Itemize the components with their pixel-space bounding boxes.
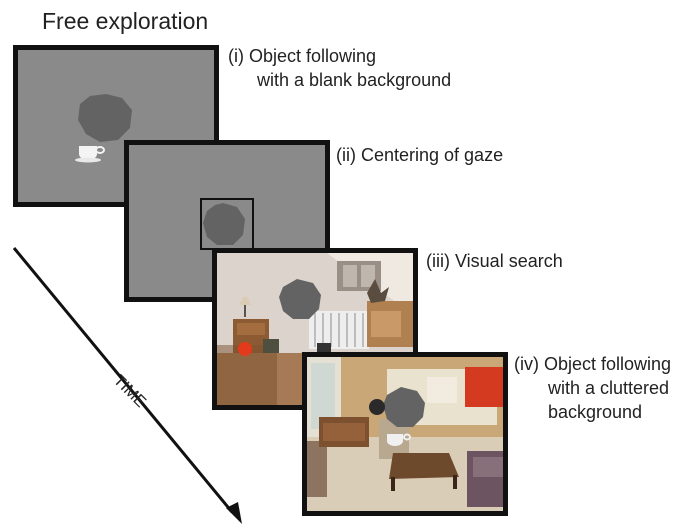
teacup-icon: [75, 146, 105, 163]
target-blob: [279, 279, 321, 319]
panel-i-label-line1: (i) Object following: [228, 46, 377, 66]
panel-object-following-blank: [13, 45, 219, 207]
panel-object-following-cluttered: [302, 352, 508, 516]
time-axis-label: TIME: [109, 372, 150, 412]
target-blob: [78, 94, 132, 142]
target-blob: [383, 387, 425, 427]
panel-i-label-line2: with a blank background: [257, 70, 452, 90]
panel-i-scene: [75, 94, 132, 163]
panel-iv-label-line3: background: [548, 402, 643, 422]
panel-iv-label: (iv) Object following with a cluttered b…: [514, 352, 671, 424]
panel-iii-label: (iii) Visual search: [426, 249, 563, 273]
panel-ii-label: (ii) Centering of gaze: [336, 143, 503, 167]
panel-i-label: (i) Object following with a blank backgr…: [228, 44, 451, 92]
red-ball: [238, 342, 252, 356]
panel-iii-label-line1: (iii) Visual search: [426, 251, 563, 271]
panel-iv-label-line2: with a cluttered: [548, 378, 670, 398]
panel-ii-label-line1: (ii) Centering of gaze: [336, 145, 504, 165]
target-blob: [203, 203, 245, 245]
panel-iv-label-line1: (iv) Object following: [514, 354, 672, 374]
time-arrow-head: [226, 502, 242, 524]
figure-title: Free exploration: [42, 8, 209, 34]
teacup-icon: [387, 433, 411, 446]
panel-iv-scene: [307, 357, 503, 511]
